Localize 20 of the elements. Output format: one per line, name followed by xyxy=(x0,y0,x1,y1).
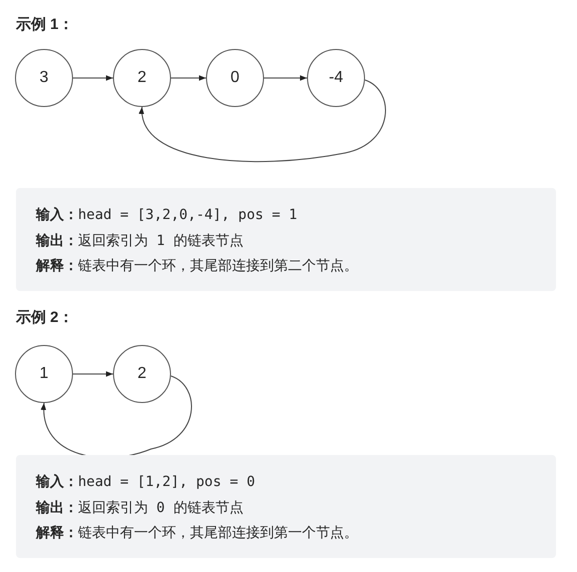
arrow xyxy=(72,371,114,377)
list-node-circle: -4 xyxy=(307,49,365,107)
explanation-line: 解释：链表中有一个环，其尾部连接到第一个节点。 xyxy=(36,523,359,543)
example-heading: 示例 2： xyxy=(16,308,74,327)
list-node-circle: 2 xyxy=(113,49,171,107)
example-heading: 示例 1： xyxy=(16,15,74,34)
explanation-line: 解释：链表中有一个环，其尾部连接到第二个节点。 xyxy=(36,256,359,276)
explanation-line: 输出：返回索引为 1 的链表节点 xyxy=(36,230,244,250)
list-node-circle: 1 xyxy=(15,345,73,403)
explanation-line: 输入：head = [3,2,0,-4], pos = 1 xyxy=(36,205,298,225)
explanation-panel xyxy=(16,455,556,558)
arrow xyxy=(72,75,114,81)
explanation-line: 输出：返回索引为 0 的链表节点 xyxy=(36,498,244,518)
arrow xyxy=(170,75,206,81)
list-node-circle: 0 xyxy=(206,49,264,107)
arrow xyxy=(264,75,308,81)
list-node-circle: 2 xyxy=(113,345,171,403)
list-node-circle: 3 xyxy=(15,49,73,107)
explanation-line: 输入：head = [1,2], pos = 0 xyxy=(36,472,256,492)
arrow xyxy=(140,80,386,162)
